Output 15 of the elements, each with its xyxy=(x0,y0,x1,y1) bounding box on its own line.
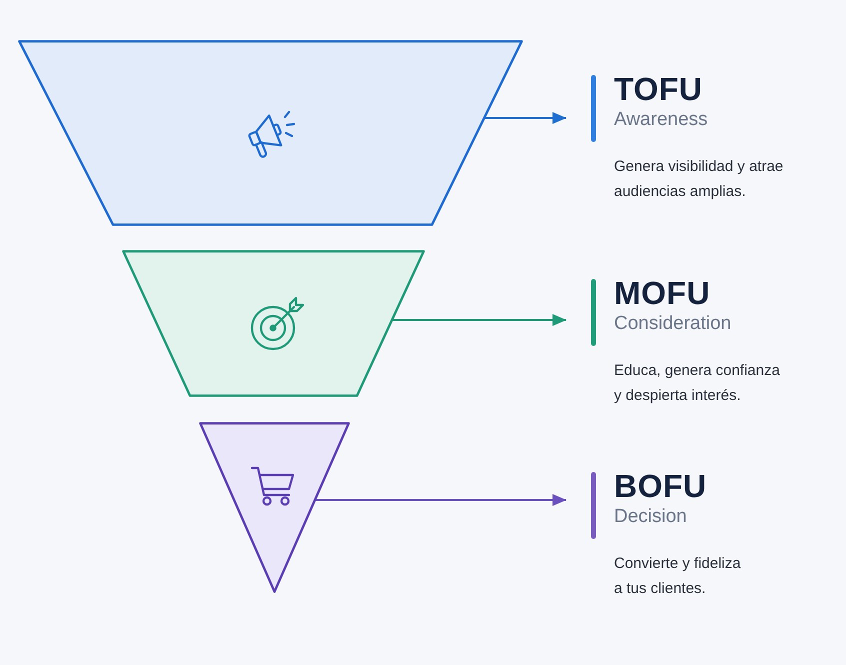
funnel-section xyxy=(199,422,350,593)
arrow xyxy=(316,494,566,506)
arrow xyxy=(392,314,566,326)
stage-description: Convierte y fideliza a tus clientes. xyxy=(614,554,742,599)
arrow xyxy=(484,112,566,124)
stage-subtitle: Consideration xyxy=(614,312,732,336)
stage-heading: MOFU xyxy=(614,274,712,312)
stage-subtitle: Decision xyxy=(614,505,688,529)
stage-heading: BOFU xyxy=(614,467,708,505)
stage-description: Educa, genera confianza y despierta interés. xyxy=(614,361,781,406)
stage-subtitle: Awareness xyxy=(614,108,709,132)
stage-description: Genera visibilidad y atrae audiencias amplias. xyxy=(614,157,784,202)
funnel-section xyxy=(122,250,425,397)
stage-heading: TOFU xyxy=(614,70,704,108)
funnel-section xyxy=(18,40,523,226)
